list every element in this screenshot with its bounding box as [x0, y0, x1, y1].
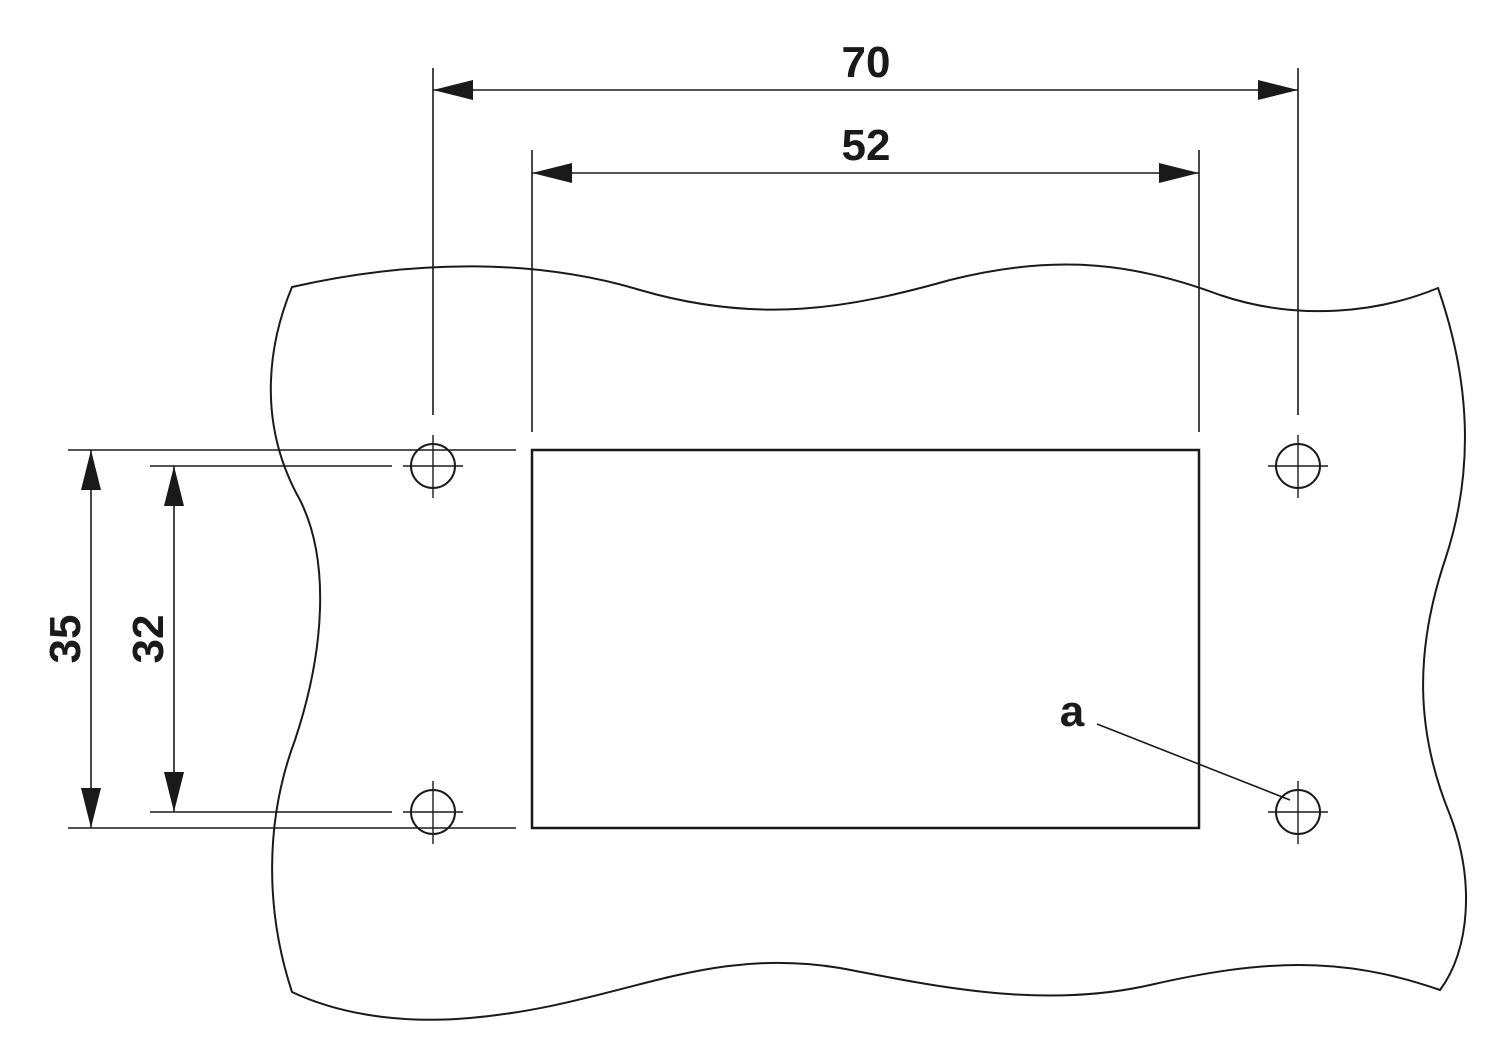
mounting-hole-bottom-left: [403, 781, 463, 844]
mounting-hole-bottom-right: [1268, 781, 1328, 844]
callout-a: a: [1060, 687, 1291, 801]
dimension-height-outer-label: 35: [41, 615, 90, 664]
dimension-width-inner: 52: [532, 121, 1199, 183]
panel-outline: [269, 263, 1468, 1021]
dimension-height-outer: 35: [41, 450, 101, 828]
dimension-width-outer-label: 70: [842, 38, 891, 87]
mounting-hole-top-left: [403, 435, 463, 498]
callout-label: a: [1060, 687, 1085, 736]
dimension-width-inner-label: 52: [842, 121, 891, 170]
dimension-height-inner: 32: [124, 466, 184, 812]
callout-leader-line: [1096, 723, 1291, 801]
dimension-height-inner-label: 32: [124, 615, 173, 664]
dimension-width-outer: 70: [433, 38, 1298, 100]
cutout-rectangle: [530, 448, 1201, 830]
mounting-hole-top-right: [1268, 435, 1328, 498]
